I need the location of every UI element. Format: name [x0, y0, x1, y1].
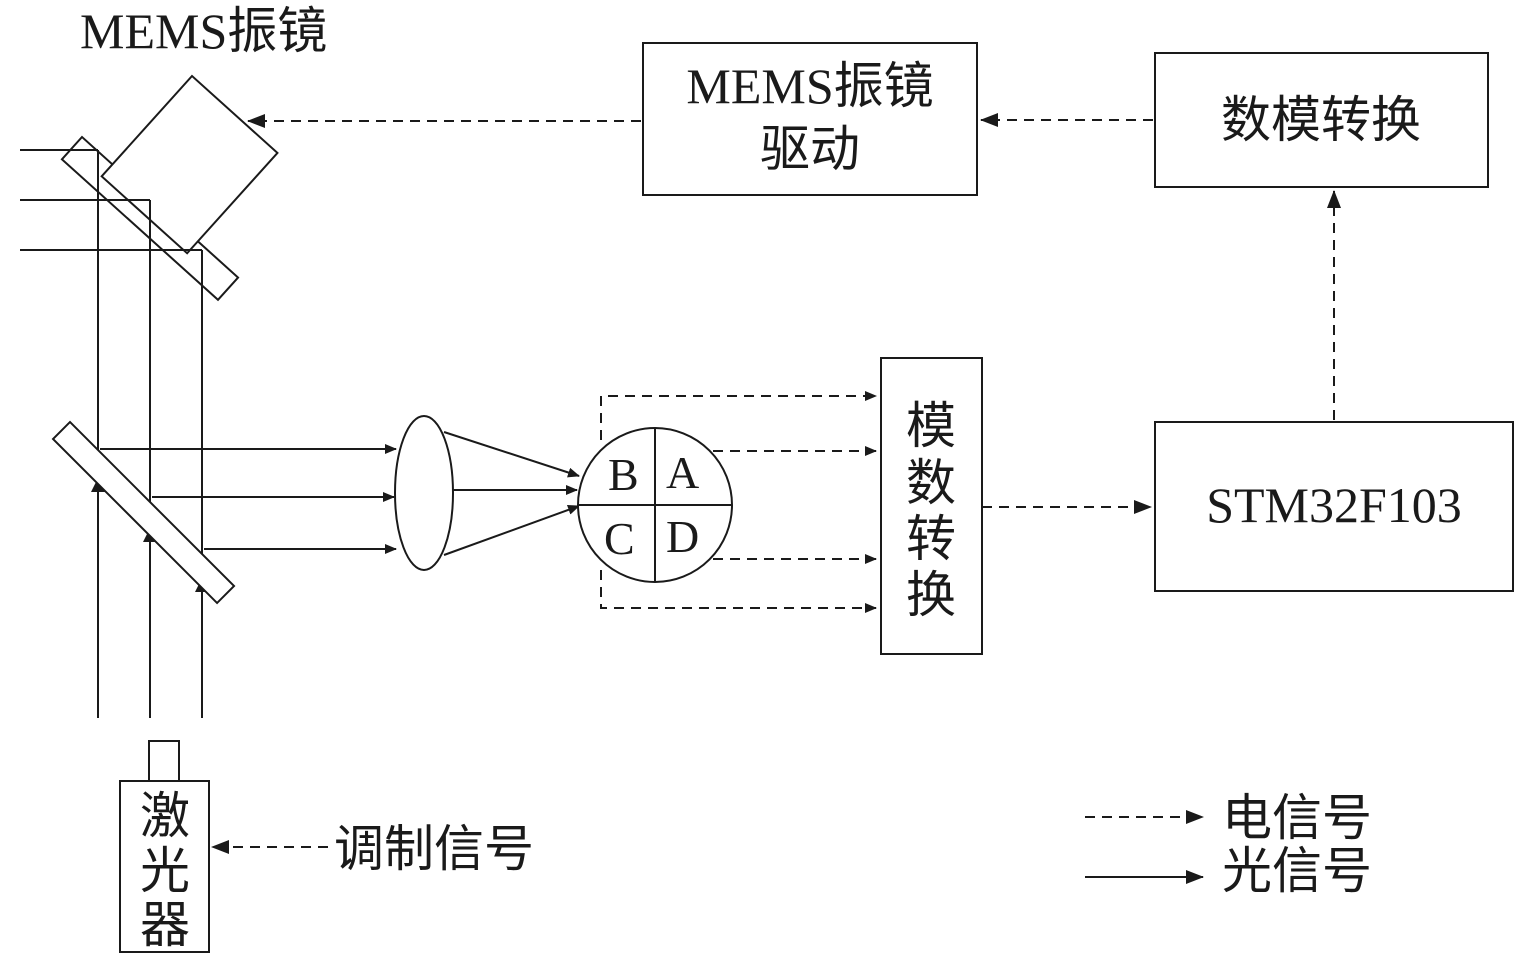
svg-text:激: 激	[140, 788, 190, 844]
legend: 电信号 光信号	[1085, 790, 1372, 899]
quadrant-b-label: B	[608, 449, 639, 500]
mems-mirror-label: MEMS振镜	[80, 3, 327, 59]
mcu-label: STM32F103	[1206, 477, 1462, 533]
modulation-signal-label: 调制信号	[334, 821, 534, 877]
beam-splitter	[51, 420, 236, 605]
adc-label: 模 数 转 换	[906, 398, 956, 623]
reflected-beams	[100, 444, 397, 554]
quadrant-detector: B A C D	[577, 427, 733, 583]
legend-optical-label: 光信号	[1222, 843, 1372, 899]
mems-mirror	[60, 74, 279, 302]
dac-label: 数模转换	[1221, 92, 1421, 148]
quadrant-d-label: D	[666, 511, 699, 562]
mems-driver-label-line1: MEMS振镜	[686, 58, 933, 114]
laser-label: 激 光 器	[140, 788, 190, 953]
focusing-lens	[394, 415, 454, 571]
converging-beams	[443, 431, 580, 556]
mems-driver-block	[642, 42, 978, 196]
quadrant-c-label: C	[604, 513, 635, 564]
svg-text:模: 模	[906, 398, 956, 454]
svg-text:器: 器	[140, 897, 190, 953]
svg-text:换: 换	[906, 567, 956, 623]
mcu-block	[1154, 421, 1514, 592]
dac-block	[1154, 52, 1489, 188]
svg-text:光: 光	[140, 843, 190, 899]
legend-electric-label: 电信号	[1222, 790, 1372, 846]
adc-block	[880, 357, 983, 655]
mems-output-beams	[20, 149, 202, 251]
svg-text:转: 转	[906, 511, 956, 567]
quadrant-a-label: A	[666, 447, 699, 498]
svg-text:数: 数	[906, 455, 956, 511]
laser-emitter	[148, 740, 180, 782]
mems-driver-label-line2: 驱动	[760, 121, 860, 177]
laser-block	[119, 780, 210, 953]
detector-to-adc-signals	[600, 391, 877, 613]
